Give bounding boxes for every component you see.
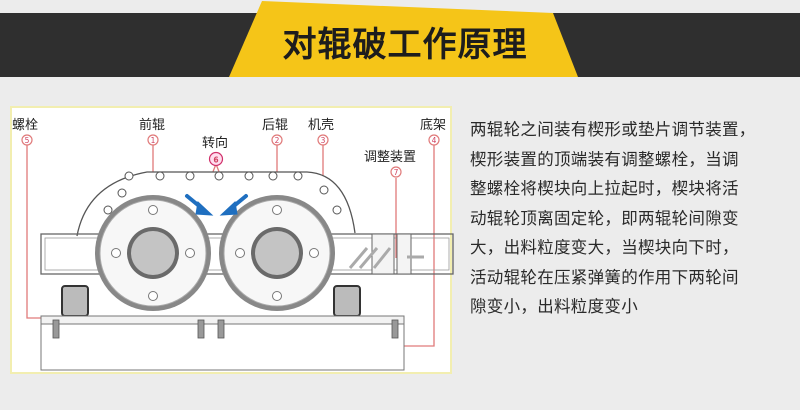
page-title: 对辊破工作原理 (282, 25, 528, 65)
svg-text:7: 7 (394, 168, 399, 177)
svg-text:4: 4 (432, 136, 437, 145)
label-bolt: 螺栓 (12, 118, 39, 133)
description-line: 整螺栓将楔块向上拉起时，楔块将活 (470, 179, 739, 198)
label-frame: 底架 (420, 118, 447, 133)
svg-text:5: 5 (25, 136, 30, 145)
description-line: 活动辊轮在压紧弹簧的作用下两轮间 (470, 267, 739, 287)
svg-text:2: 2 (275, 136, 280, 145)
roll-crusher-drawing: 5 1 6 2 3 7 4 (21, 134, 454, 371)
description-line: 动辊轮顶离固定轮，即两辊轮间隙变 (470, 208, 739, 228)
header-yellow-shape (229, 1, 578, 77)
label-housing: 机壳 (308, 118, 335, 133)
svg-text:1: 1 (151, 136, 156, 145)
description-line: 大，出料粒度变大，当楔块向下时， (470, 238, 739, 257)
description-line: 楔形装置的顶端装有调整螺栓，当调 (470, 149, 739, 169)
label-adjuster: 调整装置 (364, 150, 417, 165)
svg-text:3: 3 (321, 136, 326, 145)
description-text: 两辊轮之间装有楔形或垫片调节装置， 楔形装置的顶端装有调整螺栓，当调 整螺栓将楔… (470, 115, 800, 322)
label-rear-roller: 后辊 (262, 118, 289, 133)
description-line: 两辊轮之间装有楔形或垫片调节装置， (470, 120, 756, 139)
rear-roller-wheel (219, 195, 335, 311)
description-line: 隙变小，出料粒度变小 (470, 297, 638, 316)
svg-text:6: 6 (213, 156, 218, 165)
diagram-panel: 5 1 6 2 3 7 4 螺栓 前辊 转向 后辊 机壳 调整装置 底架 (10, 106, 454, 374)
label-front-roller: 前辊 (139, 118, 166, 133)
front-roller-wheel (95, 195, 211, 311)
label-rotation: 转向 (202, 136, 229, 151)
